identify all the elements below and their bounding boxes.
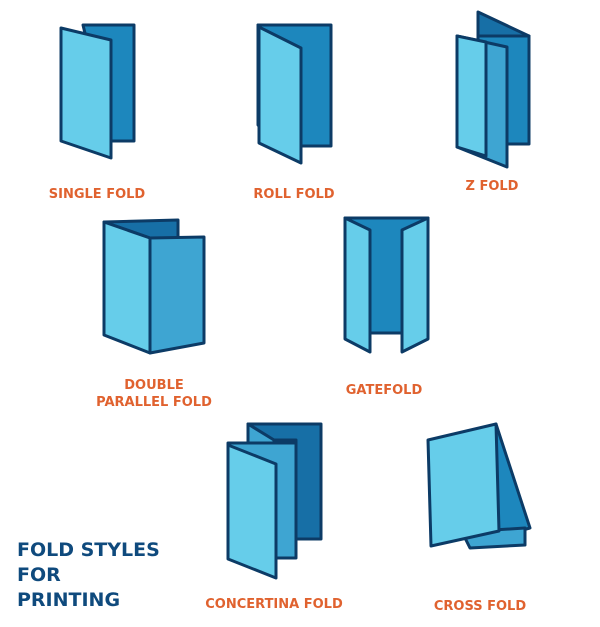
roll-fold-illustration [256, 23, 333, 165]
concertina-fold-label: CONCERTINA FOLD [205, 597, 343, 612]
roll-fold-label: ROLL FOLD [253, 187, 335, 202]
cross-fold-illustration [426, 422, 532, 550]
roll-fold-panel-3 [257, 25, 303, 165]
gatefold-label: GATEFOLD [345, 383, 423, 398]
title-line-2: FOR [17, 564, 61, 586]
gatefold-panel-3 [400, 216, 430, 354]
gatefold-illustration [343, 216, 430, 354]
double-parallel-fold-panel-2 [102, 220, 152, 355]
single-fold-panel-2 [59, 26, 113, 160]
z-fold-panel-1 [476, 10, 531, 38]
double-parallel-fold-label: DOUBLE PARALLEL FOLD [96, 377, 212, 411]
cross-fold-panel-3 [426, 422, 501, 548]
single-fold-label: SINGLE FOLD [48, 187, 146, 202]
double-parallel-fold-illustration [102, 218, 206, 355]
z-fold-panel-4 [455, 34, 488, 158]
gatefold-panel-2 [343, 216, 372, 354]
single-fold-illustration [59, 23, 136, 160]
concertina-fold-panel-5 [226, 443, 278, 580]
double-parallel-fold-label-line2: PARALLEL FOLD [96, 395, 212, 410]
double-parallel-fold-panel-3 [148, 235, 206, 355]
concertina-fold-illustration [226, 422, 323, 580]
title-line-1: FOLD STYLES [17, 539, 160, 561]
z-fold-illustration [455, 10, 531, 169]
cross-fold-label: CROSS FOLD [433, 599, 527, 614]
page-title: FOLD STYLES FOR PRINTING [17, 538, 160, 613]
z-fold-label: Z FOLD [465, 179, 519, 194]
title-line-3: PRINTING [17, 589, 121, 611]
double-parallel-fold-label-line1: DOUBLE [124, 378, 184, 393]
